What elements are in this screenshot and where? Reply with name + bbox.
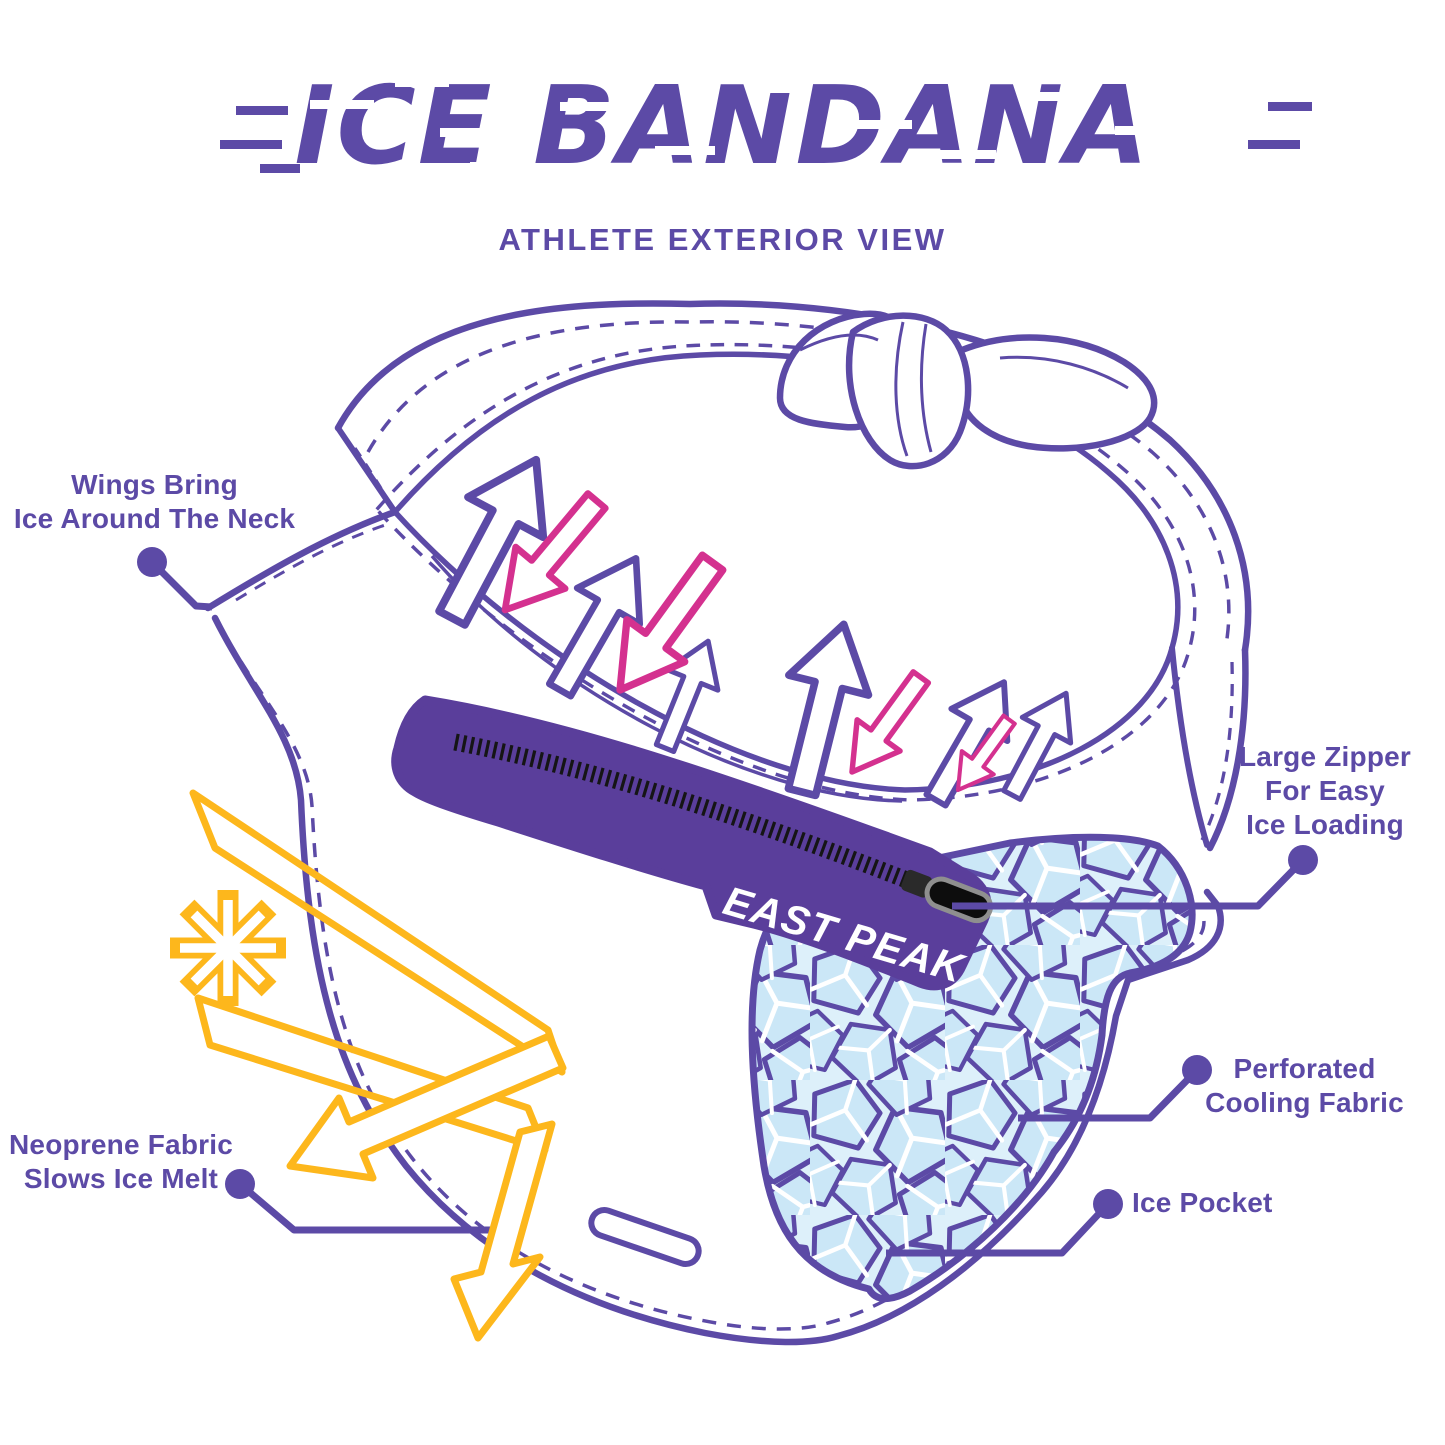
- wind-arrow-down-icon: [450, 1120, 556, 1342]
- collar-seam-line: [430, 554, 903, 803]
- leader-line-neoprene: [237, 1181, 497, 1234]
- right-tail-outer: [1206, 646, 1249, 852]
- speed-slash: [260, 164, 300, 173]
- callout-text-line: Large Zipper: [1239, 741, 1411, 772]
- speed-slash: [310, 100, 374, 109]
- wind-graphics: [170, 789, 567, 1342]
- knot: [776, 310, 1158, 470]
- callout-perforated-label: Perforated Cooling Fabric: [1182, 1052, 1427, 1120]
- zipper-pull-icon: [901, 869, 994, 924]
- speed-slash: [470, 162, 518, 171]
- callout-text-line: Neoprene Fabric: [9, 1129, 233, 1160]
- callout-text-line: Wings Bring: [71, 469, 238, 500]
- speed-slash: [395, 78, 449, 87]
- callout-ice-pocket-label: Ice Pocket: [1132, 1186, 1372, 1220]
- callout-text-line: Ice Loading: [1246, 809, 1404, 841]
- speed-slash: [750, 84, 808, 93]
- speed-slash: [1248, 140, 1300, 149]
- callout-text-line: Ice Around The Neck: [13, 503, 296, 535]
- speed-slash: [1020, 92, 1082, 101]
- collar-fold-stitching: [353, 447, 392, 504]
- callout-dot: [1182, 1055, 1212, 1085]
- callout-text-line: Ice Pocket: [1132, 1187, 1273, 1218]
- callout-text-line: Perforated: [1233, 1053, 1376, 1084]
- knot-crease: [799, 321, 1129, 457]
- speed-slash: [1115, 126, 1185, 135]
- speed-slash: [1185, 82, 1235, 91]
- wind-arrow-left-icon: [286, 1032, 567, 1182]
- leader-line-zipper: [952, 857, 1306, 910]
- callout-dot: [1288, 845, 1318, 875]
- leader-line-wings: [149, 559, 213, 611]
- callout-dot: [137, 547, 167, 577]
- leader-line-perforated: [1018, 1067, 1200, 1122]
- speed-slash: [440, 128, 510, 137]
- speed-slash: [236, 106, 288, 115]
- wing-stitching: [235, 522, 389, 602]
- callout-dots: [137, 547, 1318, 1219]
- wing-upper-edge: [204, 508, 399, 612]
- leader-lines: [149, 559, 1306, 1257]
- leader-line-ice-pocket: [886, 1201, 1111, 1257]
- strap-slot: [588, 1207, 702, 1267]
- speed-slash: [1268, 102, 1312, 111]
- speed-slash: [220, 140, 282, 149]
- callout-text-line: Slows Ice Melt: [23, 1163, 219, 1195]
- right-tail-inner: [1169, 645, 1210, 848]
- snowflake-asterisk-icon: [170, 890, 286, 1006]
- collar-inner-stitching: [374, 342, 1197, 802]
- speed-slash: [840, 120, 912, 129]
- callout-text-line: For Easy: [1265, 775, 1385, 807]
- speed-slash: [560, 102, 626, 111]
- page-title: ICE BANDANA: [140, 62, 1312, 212]
- speed-slash: [655, 146, 715, 155]
- callout-large-zipper-label: Large Zipper For Easy Ice Loading: [1212, 740, 1438, 842]
- neck-opening-edge: [392, 351, 1181, 793]
- callout-dot: [225, 1169, 255, 1199]
- knot-right-tail: [954, 334, 1158, 452]
- speed-slash: [940, 150, 996, 159]
- callout-dot: [1093, 1189, 1123, 1219]
- knot-center-wrap: [845, 312, 972, 470]
- callout-wings-label: Wings Bring Ice Around The Neck: [12, 468, 297, 536]
- callout-text-line: Cooling Fabric: [1205, 1087, 1404, 1119]
- right-tail-stitching: [1200, 661, 1234, 841]
- page-subtitle: ATHLETE EXTERIOR VIEW: [498, 222, 947, 257]
- callout-neoprene-label: Neoprene Fabric Slows Ice Melt: [2, 1128, 240, 1196]
- pouch-body: [391, 695, 992, 991]
